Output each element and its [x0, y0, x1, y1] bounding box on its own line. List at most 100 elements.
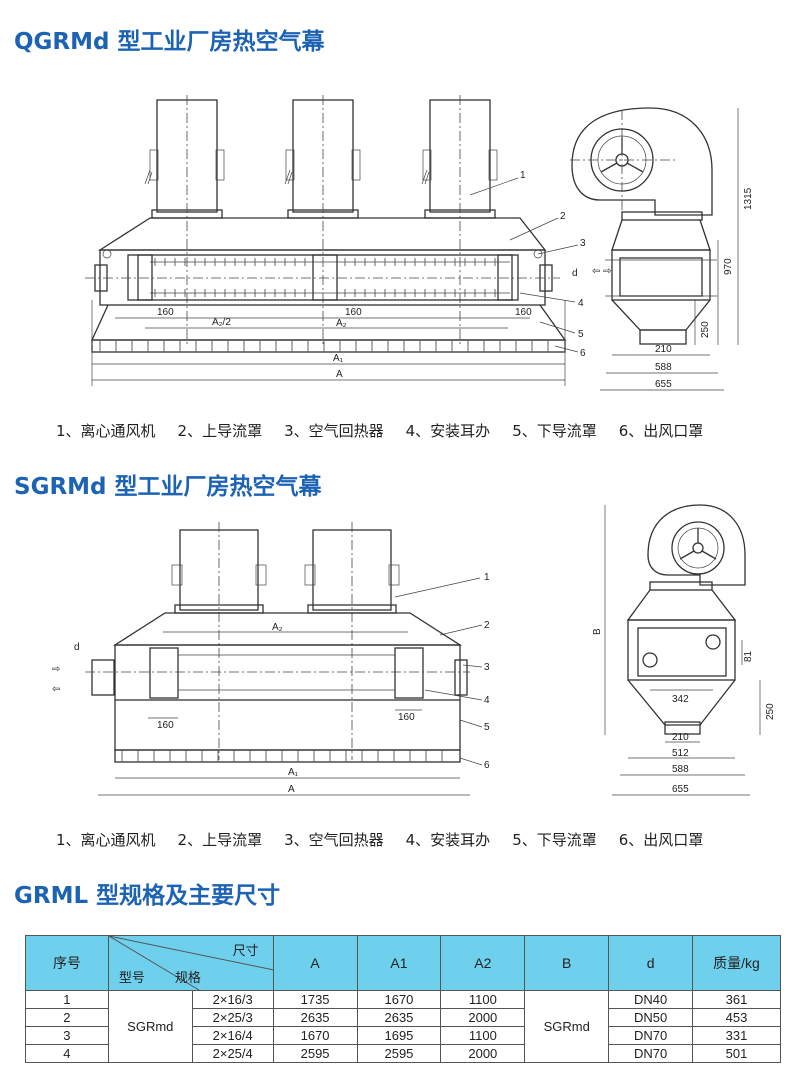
section2-title: SGRMd 型工业厂房热空气幕 [14, 474, 322, 500]
cell-d: DN50 [608, 1008, 694, 1027]
dim-512: 512 [672, 748, 689, 759]
dim-342: 342 [672, 694, 689, 705]
airflow-arrows: ⇦ ⇨ [592, 266, 612, 277]
legend-item-5: 5、下导流罩 [512, 422, 597, 440]
sgrmd-drawing: ⇨ ⇦ A₂ 160 160 A₁ A d 1 2 3 4 5 6 [52, 504, 776, 796]
cell-b: SGRmd [524, 990, 610, 1063]
cell-a1: 2595 [356, 1044, 442, 1063]
side-dimensions: B 81 250 342 210 512 588 655 [592, 505, 776, 796]
side-view: ⇦ ⇨ [570, 107, 717, 345]
callout-5: 5 [578, 329, 584, 340]
cell-d: DN70 [608, 1026, 694, 1045]
dim-210: 210 [655, 344, 672, 355]
legend-item-5: 5、下导流罩 [512, 831, 597, 849]
heater-body [85, 249, 560, 306]
callout-1: 1 [484, 572, 490, 583]
legend-item-4: 4、安装耳办 [405, 831, 491, 849]
header-diagonal-cell: 尺寸 型号 规格 [107, 935, 274, 991]
cell-mass: 501 [692, 1044, 781, 1063]
front-dimensions: 160 A₂/2 160 160 A₂ A₁ A d [91, 268, 578, 386]
legend-item-3: 3、空气回热器 [284, 422, 384, 440]
cell-model: SGRmd [107, 990, 193, 1063]
dim-970: 970 [723, 258, 734, 275]
legend-item-2: 2、上导流罩 [177, 422, 263, 440]
legend-section2: 1、离心通风机 2、上导流罩 3、空气回热器 4、安装耳办 5、下导流罩 6、出… [56, 829, 776, 850]
dim-a1: A₁ [333, 353, 344, 364]
callout-4: 4 [578, 298, 584, 309]
heater-body: ⇨ ⇦ [52, 644, 470, 701]
dim-250: 250 [765, 703, 776, 720]
cell-spec: 2×25/4 [191, 1044, 274, 1063]
header-size: 尺寸 [232, 943, 259, 958]
cell-a: 2635 [272, 1008, 358, 1027]
dim-160-left: 160 [157, 720, 174, 731]
header-a1: A1 [356, 935, 442, 991]
dim-210: 210 [672, 732, 689, 743]
dim-160-left: 160 [157, 307, 174, 318]
dim-160-mid: 160 [345, 307, 362, 318]
upper-hood [112, 612, 463, 646]
table-header-row: 序号 尺寸 型号 规格 A A1 A2 B d 质量/kg [25, 935, 781, 991]
cell-a2: 2000 [440, 1044, 526, 1063]
cell-a2: 1100 [440, 990, 526, 1009]
dim-588: 588 [672, 764, 689, 775]
legend-item-1: 1、离心通风机 [56, 831, 156, 849]
cell-a: 1670 [272, 1026, 358, 1045]
legend-item-6: 6、出风口罩 [618, 422, 704, 440]
cell-a: 2595 [272, 1044, 358, 1063]
dim-a2: A₂ [336, 318, 347, 329]
fan-units [171, 522, 400, 760]
dim-d: d [572, 268, 578, 279]
cell-a2: 2000 [440, 1008, 526, 1027]
table-row: 4 2×25/4 2595 2595 2000 DN70 501 [25, 1044, 781, 1063]
callout-1: 1 [520, 170, 526, 181]
callout-6: 6 [484, 760, 490, 771]
dim-a: A [288, 784, 295, 795]
header-d: d [608, 935, 694, 991]
header-spec: 规格 [174, 970, 201, 985]
legend-item-6: 6、出风口罩 [618, 831, 704, 849]
upper-hood [97, 217, 547, 251]
dim-588: 588 [655, 362, 672, 373]
section1-title: QGRMd 型工业厂房热空气幕 [14, 29, 325, 55]
dim-a: A [336, 369, 343, 380]
callouts: 1 2 3 4 5 6 [394, 572, 490, 771]
table-title: GRML 型规格及主要尺寸 [14, 883, 281, 909]
header-model: 型号 [118, 970, 145, 985]
cell-spec: 2×16/4 [191, 1026, 274, 1045]
callout-3: 3 [484, 662, 490, 673]
callout-3: 3 [580, 238, 586, 249]
legend-item-2: 2、上导流罩 [177, 831, 263, 849]
dim-250: 250 [700, 321, 711, 338]
front-dimensions: A₂ 160 160 A₁ A d [74, 622, 470, 796]
dim-81: 81 [743, 650, 754, 662]
dim-160-right: 160 [515, 307, 532, 318]
table-row: 1 SGRmd 2×16/3 1735 1670 1100 SGRmd DN40… [25, 990, 781, 1063]
legend-item-1: 1、离心通风机 [56, 422, 156, 440]
spec-table: 序号 尺寸 型号 规格 A A1 A2 B d 质量/kg [25, 935, 781, 991]
callout-5: 5 [484, 722, 490, 733]
cell-d: DN40 [608, 990, 694, 1009]
fan-units [144, 95, 498, 345]
inlet-arrow-icon: ⇨ [52, 664, 60, 675]
dim-b: B [592, 628, 603, 635]
spec-table-body: 1 SGRmd 2×16/3 1735 1670 1100 SGRmd DN40… [25, 990, 781, 1063]
cell-a2: 1100 [440, 1026, 526, 1045]
dim-655: 655 [672, 784, 689, 795]
dim-d: d [74, 642, 80, 653]
header-seq: 序号 [25, 935, 109, 991]
cell-seq: 1 [25, 990, 109, 1009]
callout-2: 2 [560, 211, 566, 222]
side-dimensions: 1315 970 250 210 588 655 [600, 108, 754, 391]
cell-a1: 1670 [356, 990, 442, 1009]
dim-1315: 1315 [743, 187, 754, 210]
cell-spec: 2×16/3 [191, 990, 274, 1009]
cell-seq: 2 [25, 1008, 109, 1027]
callout-2: 2 [484, 620, 490, 631]
cell-spec: 2×25/3 [191, 1008, 274, 1027]
dim-a1: A₁ [288, 767, 299, 778]
cell-a1: 2635 [356, 1008, 442, 1027]
diagonal-lines [108, 936, 274, 990]
dim-160-right: 160 [398, 712, 415, 723]
legend-item-3: 3、空气回热器 [284, 831, 384, 849]
